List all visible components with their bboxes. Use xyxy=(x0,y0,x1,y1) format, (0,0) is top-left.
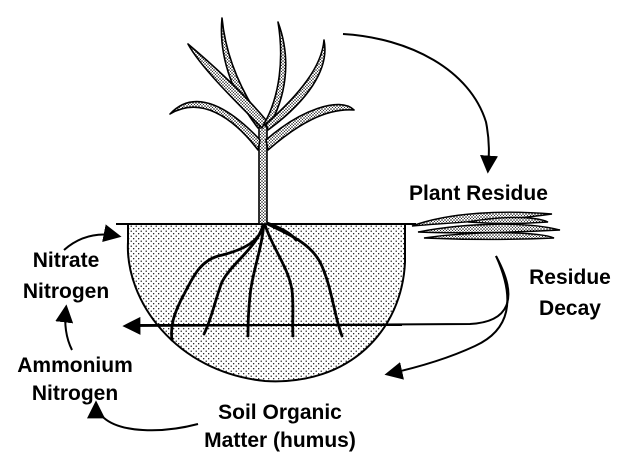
ammonium-nitrogen-label-line2: Nitrogen xyxy=(15,381,135,406)
nitrate-nitrogen-label-line2: Nitrogen xyxy=(16,279,116,304)
residue-decay-arrow xyxy=(388,256,507,374)
plant-residue-pieces xyxy=(412,212,560,239)
ammonium-nitrogen-label-line1: Ammonium xyxy=(15,353,135,378)
residue-decay-label-line1: Residue xyxy=(520,265,620,290)
plant-to-residue-arrow xyxy=(343,34,489,170)
soil-organic-matter-label-line2: Matter (humus) xyxy=(190,428,370,453)
humus-to-ammonium-arrow xyxy=(96,404,198,430)
plant-residue-label: Plant Residue xyxy=(409,181,548,206)
soil-bowl xyxy=(128,224,405,381)
residue-decay-label-line2: Decay xyxy=(520,296,620,321)
soil-organic-matter-label-line1: Soil Organic xyxy=(190,400,370,425)
ammonium-to-nitrate-arrow xyxy=(65,308,72,350)
nitrate-nitrogen-label-line1: Nitrate xyxy=(16,248,116,273)
